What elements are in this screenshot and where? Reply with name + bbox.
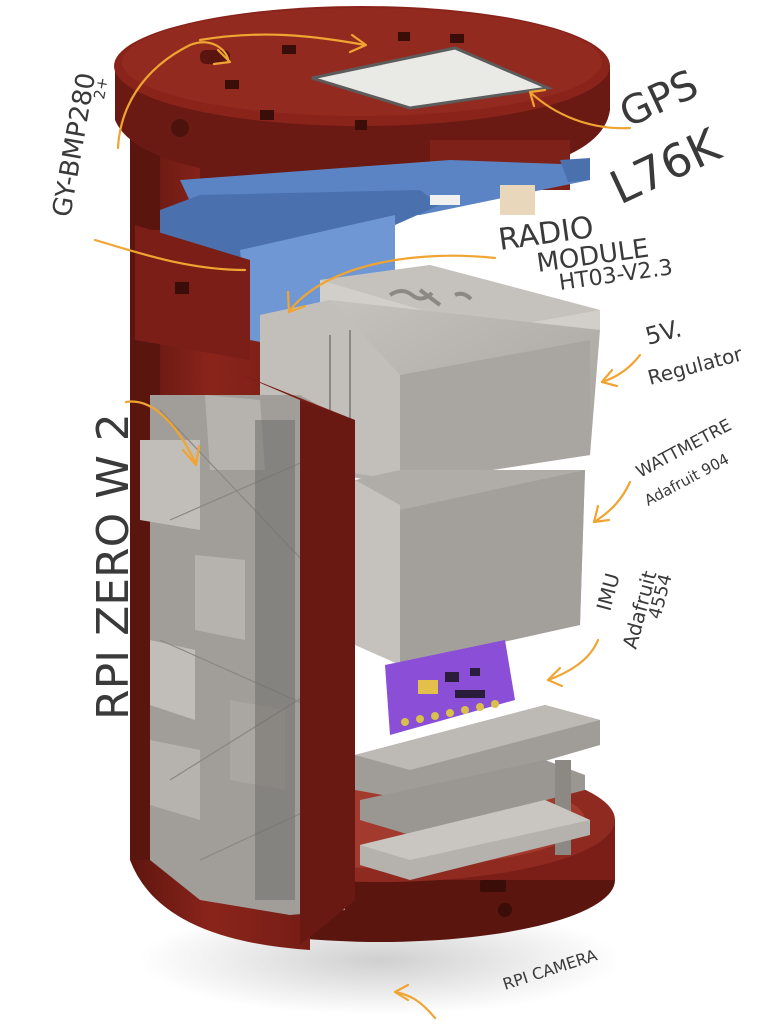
label-gy-bmp-sub: 2+ xyxy=(90,76,112,101)
arrow-wattmeter xyxy=(592,480,632,524)
label-regulator-2: Regulator xyxy=(645,341,745,389)
rpi-zero-board xyxy=(140,395,345,915)
arrow-left-mid xyxy=(93,238,247,272)
arrow-rpi xyxy=(124,400,197,464)
arrow-wattmeter-head xyxy=(592,504,611,524)
arrow-camera-head xyxy=(393,983,410,1002)
mounting-plates xyxy=(355,705,600,880)
arrow-top-head xyxy=(348,33,368,54)
label-rpi-zero: RPI ZERO W 2 xyxy=(88,413,139,720)
screw-hole xyxy=(498,903,512,917)
arrow-radio-head xyxy=(286,290,307,314)
label-gps-model: L76K xyxy=(602,117,730,215)
housing-front-slab xyxy=(230,370,355,945)
gps-antenna-window xyxy=(311,46,554,110)
camera-slot xyxy=(480,880,506,892)
arrow-rpi-head xyxy=(181,444,201,467)
arrow-camera xyxy=(393,990,437,1020)
wattmeter-module xyxy=(355,470,585,665)
arrow-top xyxy=(198,33,367,47)
arrow-regulator xyxy=(600,353,642,384)
arrow-gy-bmp-head xyxy=(212,48,232,66)
label-regulator-1: 5V. xyxy=(642,314,684,350)
arrow-imu xyxy=(546,638,600,682)
annotation-arrows xyxy=(93,33,642,1020)
arrow-imu-head xyxy=(546,666,564,688)
arrow-gy-bmp xyxy=(116,41,230,150)
arrow-regulator-head xyxy=(600,368,619,388)
arrow-gps-head xyxy=(528,88,547,108)
arrow-radio xyxy=(288,254,497,312)
arrow-gps xyxy=(528,90,632,130)
imu-board xyxy=(385,640,515,735)
label-imu-1: IMU xyxy=(592,571,625,614)
